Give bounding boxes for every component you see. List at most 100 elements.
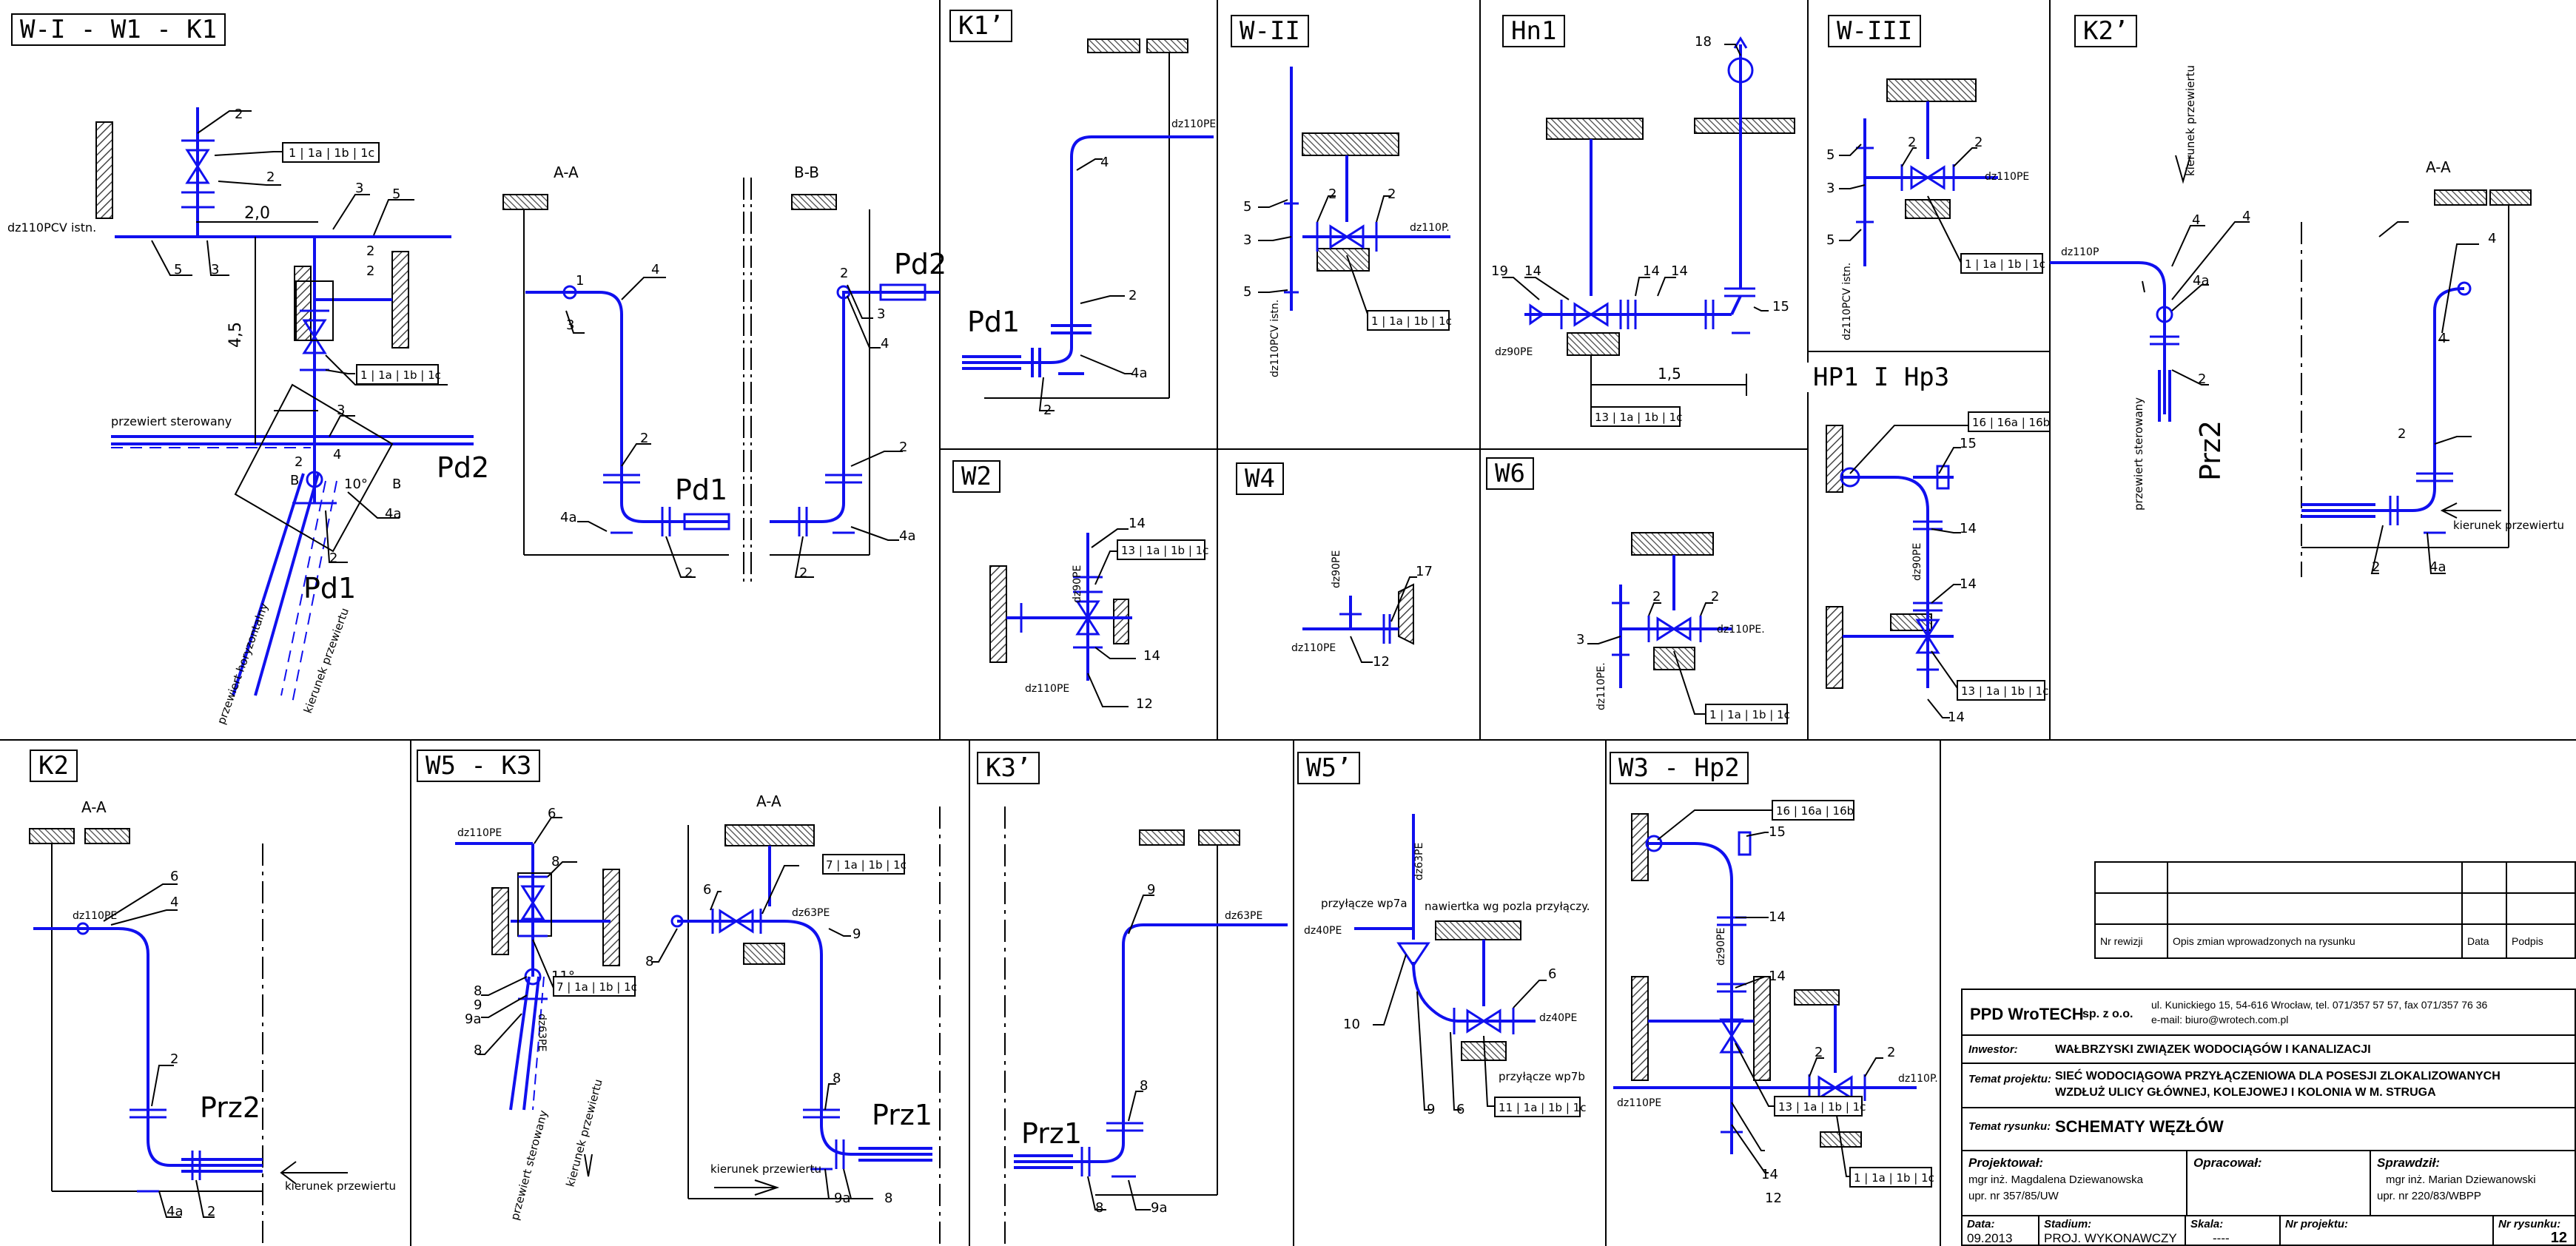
panel-w2: dz90PE dz110PE 14 13 | 1a | 1b | 1c 14 1…: [989, 516, 1208, 712]
panel-title-w5-prime: W5’: [1297, 752, 1361, 784]
label-dz90pe: dz90PE: [1495, 346, 1533, 358]
callout-15: 15: [1769, 824, 1786, 840]
callout-2: 2: [1129, 288, 1137, 303]
tag-text: 16 | 16a | 16b: [1776, 804, 1854, 818]
callout-5: 5: [392, 186, 400, 202]
tb-investor-label: Inwestor:: [1968, 1043, 2018, 1056]
callout-12: 12: [1765, 1191, 1782, 1206]
tb-investor-row: Inwestor: WAŁBRZYSKI ZWIĄZEK WODOCIĄGÓW …: [1961, 1034, 2576, 1064]
tb-date-label: Data:: [1967, 1218, 1995, 1230]
callout-14b: 14: [1960, 576, 1977, 592]
tb-project-no: Nr projektu:: [2279, 1215, 2494, 1246]
tag-1-1a-1b-1c-top: 1 | 1a | 1b | 1c: [282, 142, 380, 163]
section-aa-1: A-A: [554, 164, 579, 181]
callout-3c: 3: [337, 403, 345, 418]
tb-checked-2: upr. nr 220/83/WBPP: [2377, 1190, 2481, 1202]
tag-text: 13 | 1a | 1b | 1c: [1778, 1100, 1866, 1114]
panel-title-w4: W4: [1236, 462, 1284, 495]
tag-text: 1 | 1a | 1b | 1c: [1965, 257, 2045, 271]
callout-4: 4: [2192, 212, 2200, 228]
callout-4d: 4: [2438, 331, 2446, 346]
tag-1-1a-1b-1c-mid: 1 | 1a | 1b | 1c: [356, 364, 441, 385]
callout-4a-b: 4a: [2429, 559, 2446, 575]
callout-14: 14: [1129, 516, 1146, 531]
label-dz63pe: dz63PE: [1225, 910, 1262, 922]
tb-scale: Skala: ----: [2185, 1215, 2281, 1246]
revision-table: Nr rewizji Opis zmian wprowadzonych na r…: [2094, 861, 2576, 959]
tb-checked-label: Sprawdził:: [2377, 1156, 2441, 1170]
callout-6: 6: [548, 806, 556, 821]
label-kierunek-przewiertu: kierunek przewiertu: [710, 1162, 821, 1176]
title-block: PPD WroTECH sp. z o.o. ul. Kunickiego 15…: [1961, 989, 2576, 1246]
tag-1-1a-1b-1c: 1 | 1a | 1b | 1c: [1705, 704, 1790, 724]
callout-3: 3: [355, 181, 363, 196]
panel-title-hn1: Hn1: [1502, 15, 1566, 47]
tag-7-1a-1b-1c-right: 7 | 1a | 1b | 1c: [822, 854, 907, 875]
bb-callout-4: 4: [881, 336, 889, 351]
rev-col-podpis: Podpis: [2506, 923, 2576, 959]
label-dz110pe: dz110PE: [1171, 118, 1216, 130]
tag-11-1a-1b-1c: 11 | 1a | 1b | 1c: [1494, 1097, 1586, 1117]
label-dz110p: dz110P.: [1898, 1073, 1938, 1085]
label-kierunek-przewiertu: kierunek przewiertu: [2184, 65, 2197, 176]
bb-callout-3: 3: [877, 306, 885, 322]
tag-text: 1 | 1a | 1b | 1c: [1709, 708, 1790, 721]
panel-k3-prime: dz63PE Prz1 9 8 8 9a: [1004, 806, 1288, 1246]
callout-2: 2: [1908, 135, 1916, 150]
callout-8f: 8: [884, 1191, 892, 1206]
tag-text: 7 | 1a | 1b | 1c: [556, 980, 637, 994]
tb-stage-label: Stadium:: [2044, 1218, 2092, 1230]
rev-col-opis: Opis zmian wprowadzonych na rysunku: [2167, 923, 2463, 959]
callout-10: 10: [1343, 1017, 1360, 1032]
callout-2b: 2: [266, 169, 275, 185]
panel-title-w-ii: W-II: [1231, 15, 1309, 47]
tag-text: 16 | 16a | 16b: [1972, 416, 2050, 429]
panel-hp1-hp3: 16 | 16a | 16b 15 14 14 14 dz90PE 13 | 1…: [1826, 411, 2051, 725]
tag-13-1a-1b-1c: 13 | 1a | 1b | 1c: [1117, 539, 1208, 560]
tag-7-1a-1b-1c-left: 7 | 1a | 1b | 1c: [553, 976, 637, 997]
aa-callout-3: 3: [566, 317, 574, 333]
label-dz110pe: dz110PE: [457, 827, 502, 839]
label-kierunek-przewiertu: kierunek przewiertu: [285, 1179, 396, 1193]
tb-stage-value: PROJ. WYKONAWCZY: [2044, 1231, 2177, 1245]
callout-4: 4: [170, 895, 178, 910]
label-dz110pcv: dz110PCV istn.: [1269, 300, 1281, 377]
callout-9b: 9: [852, 926, 861, 942]
panel-hn1: 19 14 14 14 18 15 dz90PE 1,5 13 | 1a | 1…: [1491, 34, 1795, 427]
tb-project-no-label: Nr projektu:: [2285, 1218, 2349, 1230]
label-pd1: Pd1: [303, 572, 356, 605]
callout-8e: 8: [833, 1071, 841, 1086]
label-dz40pe-b: dz40PE: [1539, 1012, 1577, 1024]
callout-4c: 4: [2488, 231, 2496, 246]
panel-title-k3-prime: K3’: [977, 752, 1040, 784]
callout-2c: 2: [366, 243, 374, 259]
callout-6: 6: [1456, 1102, 1464, 1117]
tb-checked-1: mgr inż. Marian Dziewanowski: [2386, 1173, 2536, 1186]
tag-13-1a-1b-1c: 13 | 1a | 1b | 1c: [1774, 1096, 1866, 1117]
tag-text: 13 | 1a | 1b | 1c: [1595, 411, 1682, 424]
tb-designed-2: upr. nr 357/85/UW: [1968, 1190, 2059, 1202]
callout-14c: 14: [1761, 1167, 1778, 1182]
callout-2b: 2: [1974, 135, 1983, 150]
tag-text: 1 | 1a | 1b | 1c: [1371, 314, 1452, 328]
panel-w3-hp2: 16 | 16a | 16b 15 14 14 dz90PE dz110PE d…: [1613, 800, 1938, 1206]
callout-6b: 6: [703, 882, 711, 898]
label-przewiert-sterowany: przewiert sterowany: [111, 414, 232, 428]
bb-callout-4a: 4a: [899, 528, 915, 544]
callout-2f: 2: [295, 454, 303, 470]
callout-8d: 8: [645, 954, 653, 969]
label-dz90pe: dz90PE: [1715, 928, 1727, 966]
panel-w1-k1: 2,0 4,5 dz110PCV istn. przewiert sterowa…: [7, 107, 946, 726]
tb-company: PPD WroTECH: [1970, 1005, 2084, 1023]
callout-5b: 5: [1243, 284, 1251, 300]
panel-w4: dz90PE dz110PE 17 12: [1291, 550, 1433, 670]
callout-2: 2: [1815, 1045, 1823, 1060]
tb-drawing-row: Temat rysunku: SCHEMATY WĘZŁÓW: [1961, 1107, 2576, 1151]
callout-9a-b: 9a: [834, 1191, 850, 1206]
panel-w5-k3: dz110PE dz63PE dz63PE A-A Prz1 kierunek …: [455, 792, 941, 1246]
tb-drawing-no-label: Nr rysunku:: [2498, 1218, 2561, 1230]
label-pd2-b: Pd2: [894, 248, 946, 280]
tb-date: Data: 09.2013: [1961, 1215, 2039, 1246]
